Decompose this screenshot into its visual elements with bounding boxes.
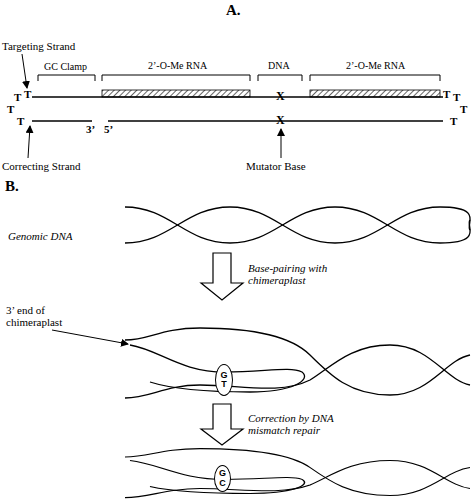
leader-arrows bbox=[22, 54, 281, 344]
panel-letter: B. bbox=[5, 178, 19, 195]
base-pair-text: G T bbox=[220, 371, 227, 390]
base-pair-circle: G C bbox=[214, 465, 231, 492]
corrected-structure bbox=[125, 449, 470, 498]
process-arrow bbox=[201, 253, 243, 300]
hairpin-base: T bbox=[460, 103, 467, 115]
callout-label: Mutator Base bbox=[246, 160, 306, 172]
panel-letter: A. bbox=[226, 2, 241, 19]
region-label: GC Clamp bbox=[44, 61, 87, 72]
structure-label: Genomic DNA bbox=[8, 230, 72, 242]
hairpin-base: T bbox=[450, 115, 457, 127]
paired-structure bbox=[125, 328, 470, 398]
chimeraplast-strands bbox=[32, 97, 443, 121]
strand-label: Correcting Strand bbox=[2, 160, 81, 172]
hairpin-base: T bbox=[14, 91, 21, 103]
mutation-mark: X bbox=[276, 114, 285, 127]
strand-label: Targeting Strand bbox=[2, 40, 75, 52]
base-pair-circle: G T bbox=[215, 364, 233, 396]
region-brackets bbox=[38, 75, 440, 81]
process-arrow bbox=[201, 404, 243, 445]
hairpin-base: T bbox=[443, 88, 450, 100]
rna-segment bbox=[310, 90, 440, 97]
end-label: 5’ bbox=[104, 123, 113, 135]
mutation-mark: X bbox=[276, 90, 285, 103]
hairpin-base: T bbox=[24, 88, 31, 100]
rna-segment bbox=[102, 90, 250, 97]
hairpin-base: T bbox=[17, 115, 24, 127]
base-pair-text: G C bbox=[219, 469, 226, 488]
region-label: 2’-O-Me RNA bbox=[346, 60, 405, 71]
hairpin-base: T bbox=[7, 103, 14, 115]
callout-label: 3’ end of chimeraplast bbox=[6, 304, 76, 328]
step-label: Correction by DNA mismatch repair bbox=[248, 412, 358, 436]
region-label: 2’-O-Me RNA bbox=[148, 60, 207, 71]
hairpin-base: T bbox=[453, 91, 460, 103]
dna-helix bbox=[125, 207, 470, 243]
step-label: Base-pairing with chimeraplast bbox=[248, 262, 343, 286]
end-label: 3’ bbox=[86, 123, 95, 135]
region-label: DNA bbox=[268, 60, 290, 71]
